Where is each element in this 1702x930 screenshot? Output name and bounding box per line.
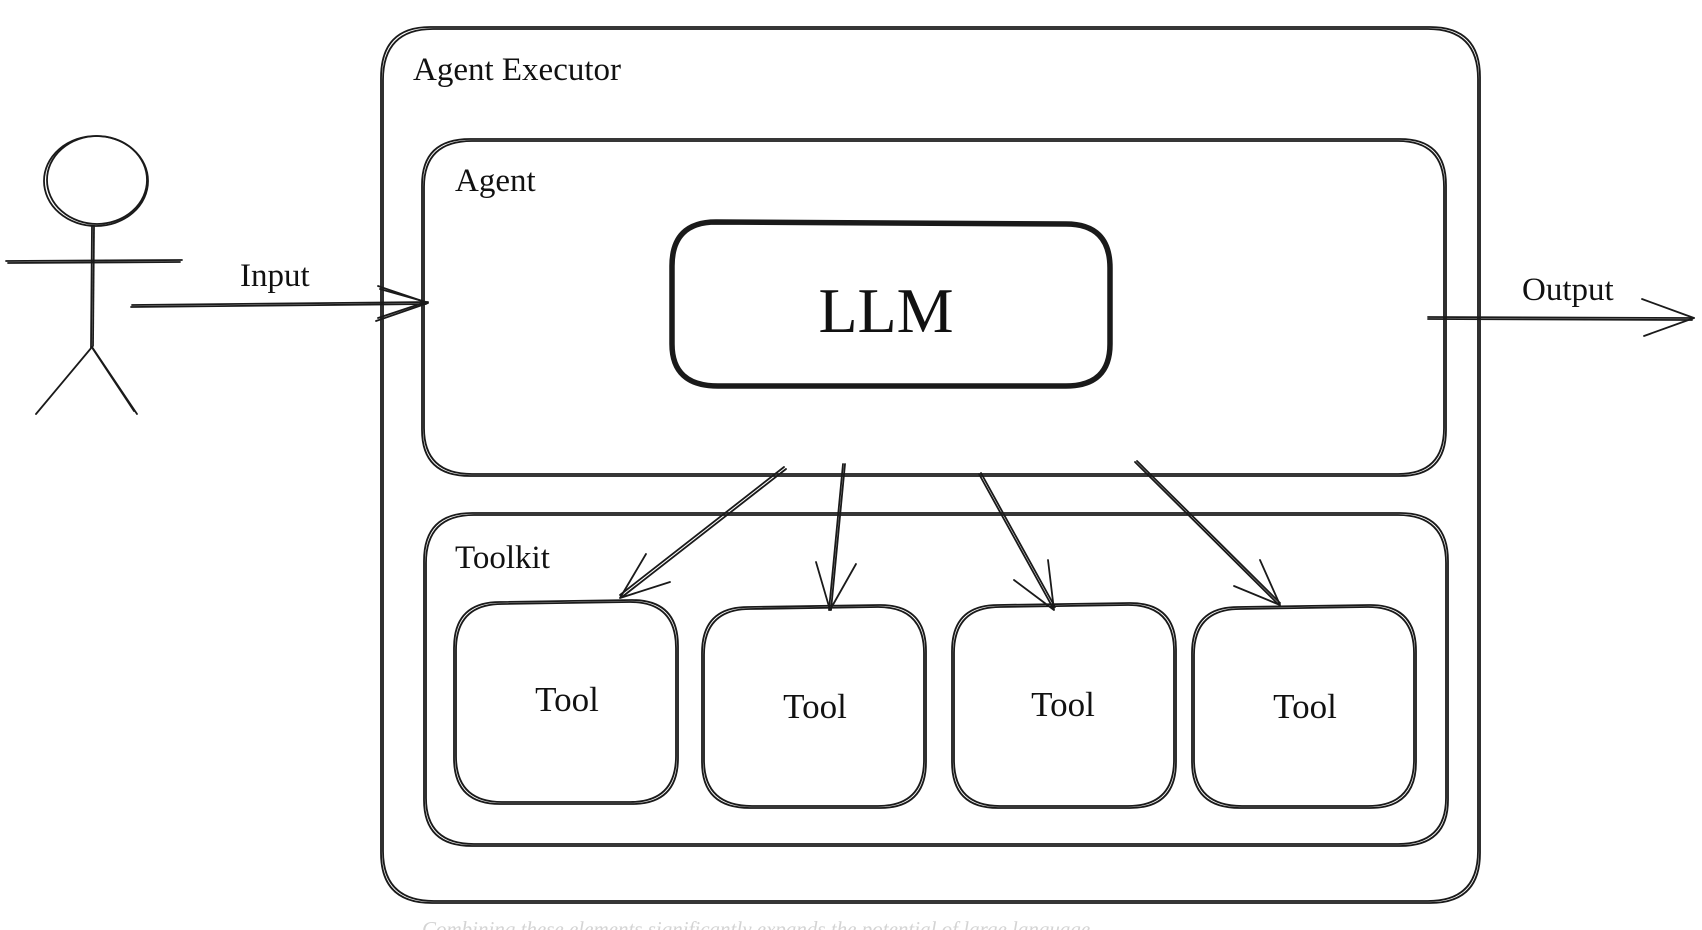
agent-box	[421, 138, 1447, 477]
user-stick-figure-icon	[5, 135, 183, 415]
output-label: Output	[1522, 272, 1614, 308]
llm-box	[669, 219, 1113, 389]
agent-executor-box	[380, 26, 1481, 904]
toolkit-label: Toolkit	[455, 540, 550, 576]
agent-to-tool-arrow-1	[619, 466, 787, 599]
llm-label: LLM	[818, 275, 953, 346]
tool-label-3: Tool	[1031, 685, 1095, 724]
agent-label: Agent	[455, 163, 536, 199]
input-arrow	[130, 285, 429, 322]
agent-executor-label: Agent Executor	[413, 52, 621, 88]
agent-to-tool-arrow-3	[978, 472, 1056, 611]
output-arrow	[1427, 298, 1695, 337]
tool-label-4: Tool	[1273, 687, 1337, 726]
agent-to-tool-arrow-4	[1134, 460, 1281, 606]
tool-box-1	[453, 599, 679, 805]
tool-box-2	[701, 604, 927, 809]
input-label: Input	[240, 258, 310, 294]
tool-box-3	[951, 602, 1177, 809]
toolkit-box	[423, 512, 1449, 847]
caption-text: Combining these elements significantly e…	[422, 917, 1090, 930]
tool-label-1: Tool	[535, 680, 599, 719]
tool-label-2: Tool	[783, 687, 847, 726]
agent-to-tool-arrow-2	[815, 463, 857, 611]
tool-box-4	[1191, 604, 1417, 809]
